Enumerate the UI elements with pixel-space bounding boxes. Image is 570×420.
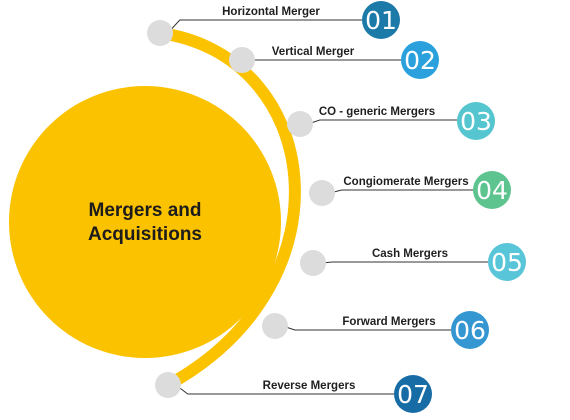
- connector-line: [329, 189, 473, 194]
- item-label: Reverse Mergers: [263, 380, 356, 392]
- connector-line: [320, 261, 488, 264]
- badge-number: 03: [460, 107, 492, 136]
- timeline-nodes: [147, 20, 335, 398]
- center-title-line2: Acquisitions: [88, 224, 202, 245]
- badge-number: 05: [491, 248, 523, 277]
- item-label: Forward Mergers: [342, 316, 435, 328]
- badge-number: 04: [476, 176, 508, 205]
- timeline-node: [229, 47, 255, 73]
- number-badge: [394, 375, 432, 413]
- timeline-node: [309, 180, 335, 206]
- connector-line: [307, 119, 457, 125]
- item-label: CO - generic Mergers: [319, 106, 435, 118]
- badge-number: 01: [365, 6, 397, 35]
- number-badge: [457, 102, 495, 140]
- number-badge: [473, 171, 511, 209]
- number-badge: [488, 243, 526, 281]
- timeline-arc: [154, 27, 301, 390]
- timeline-node: [262, 313, 288, 339]
- timeline-node: [300, 250, 326, 276]
- item-label: Cash Mergers: [372, 248, 448, 260]
- item-label: Horizontal Merger: [222, 6, 320, 18]
- timeline-node: [155, 372, 181, 398]
- badge-number: 02: [404, 46, 436, 75]
- number-badge: [362, 1, 400, 39]
- timeline-node: [287, 111, 313, 137]
- number-badge: [451, 311, 489, 349]
- center-circle: [9, 86, 281, 358]
- timeline-node: [147, 20, 173, 46]
- badge-number: 06: [454, 316, 486, 345]
- center-title-line1: Mergers and: [89, 200, 202, 221]
- badge-number: 07: [397, 380, 429, 409]
- item-label: Vertical Merger: [272, 46, 355, 58]
- item-label: Congiomerate Mergers: [343, 176, 468, 188]
- connector-line: [167, 19, 362, 34]
- number-badge: [401, 41, 439, 79]
